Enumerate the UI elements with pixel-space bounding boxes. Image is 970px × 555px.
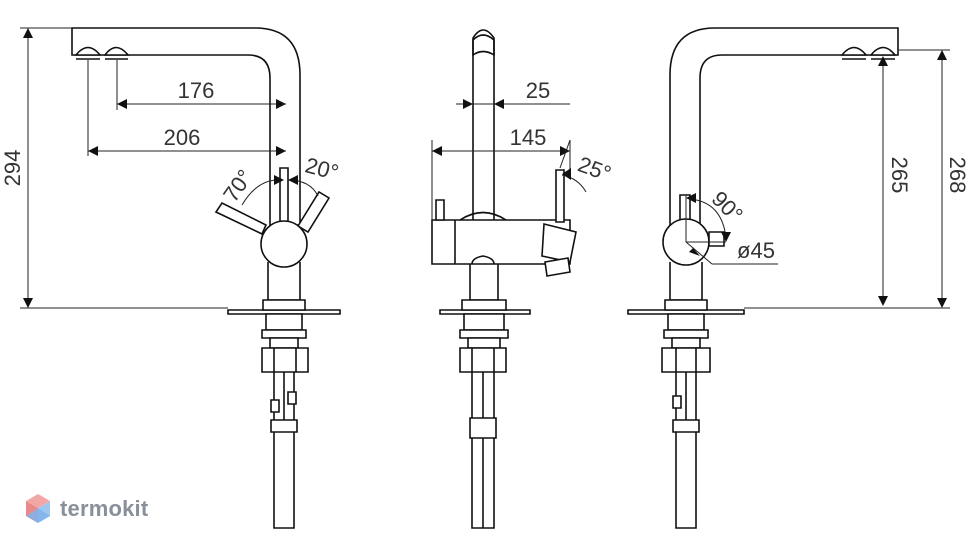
dim-angle-left: 70° bbox=[218, 165, 258, 207]
dim-height-inner: 265 bbox=[887, 157, 912, 194]
front-lever-right bbox=[296, 190, 331, 234]
dim-diameter: ø45 bbox=[737, 238, 775, 263]
dim-body-length: 145 bbox=[510, 125, 547, 150]
side-view: 25 145 25° bbox=[431, 29, 615, 529]
front-ball bbox=[260, 220, 308, 268]
side-body bbox=[431, 219, 571, 265]
dim-reach-inner: 176 bbox=[178, 78, 215, 103]
rear-view: 265 268 90° ø45 bbox=[627, 27, 970, 529]
front-aerator-1 bbox=[74, 46, 102, 56]
rear-nut bbox=[661, 347, 711, 373]
dim-rear-angle: 90° bbox=[707, 186, 748, 227]
front-aerator-2 bbox=[103, 46, 130, 56]
front-view: 294 176 206 70° 20° bbox=[0, 27, 342, 529]
dim-spout-width: 25 bbox=[526, 78, 550, 103]
front-nut bbox=[261, 347, 309, 373]
dim-angle-right: 20° bbox=[303, 152, 342, 185]
rear-spout bbox=[669, 27, 899, 226]
rear-aerator-2 bbox=[869, 46, 897, 56]
dim-side-angle: 25° bbox=[575, 152, 615, 187]
side-nut bbox=[459, 347, 507, 373]
dim-total-height: 294 bbox=[0, 150, 25, 187]
side-lever bbox=[555, 169, 565, 223]
brand-name: termokit bbox=[60, 496, 149, 521]
rear-aerator-1 bbox=[840, 46, 868, 56]
side-spout bbox=[472, 29, 495, 200]
dim-height-outer: 268 bbox=[945, 157, 970, 194]
brand-logo: termokit bbox=[24, 492, 148, 526]
front-lever-left bbox=[214, 201, 268, 236]
dim-reach-outer: 206 bbox=[164, 125, 201, 150]
cube-logo-icon bbox=[26, 494, 50, 523]
front-lever-stem bbox=[279, 167, 289, 229]
